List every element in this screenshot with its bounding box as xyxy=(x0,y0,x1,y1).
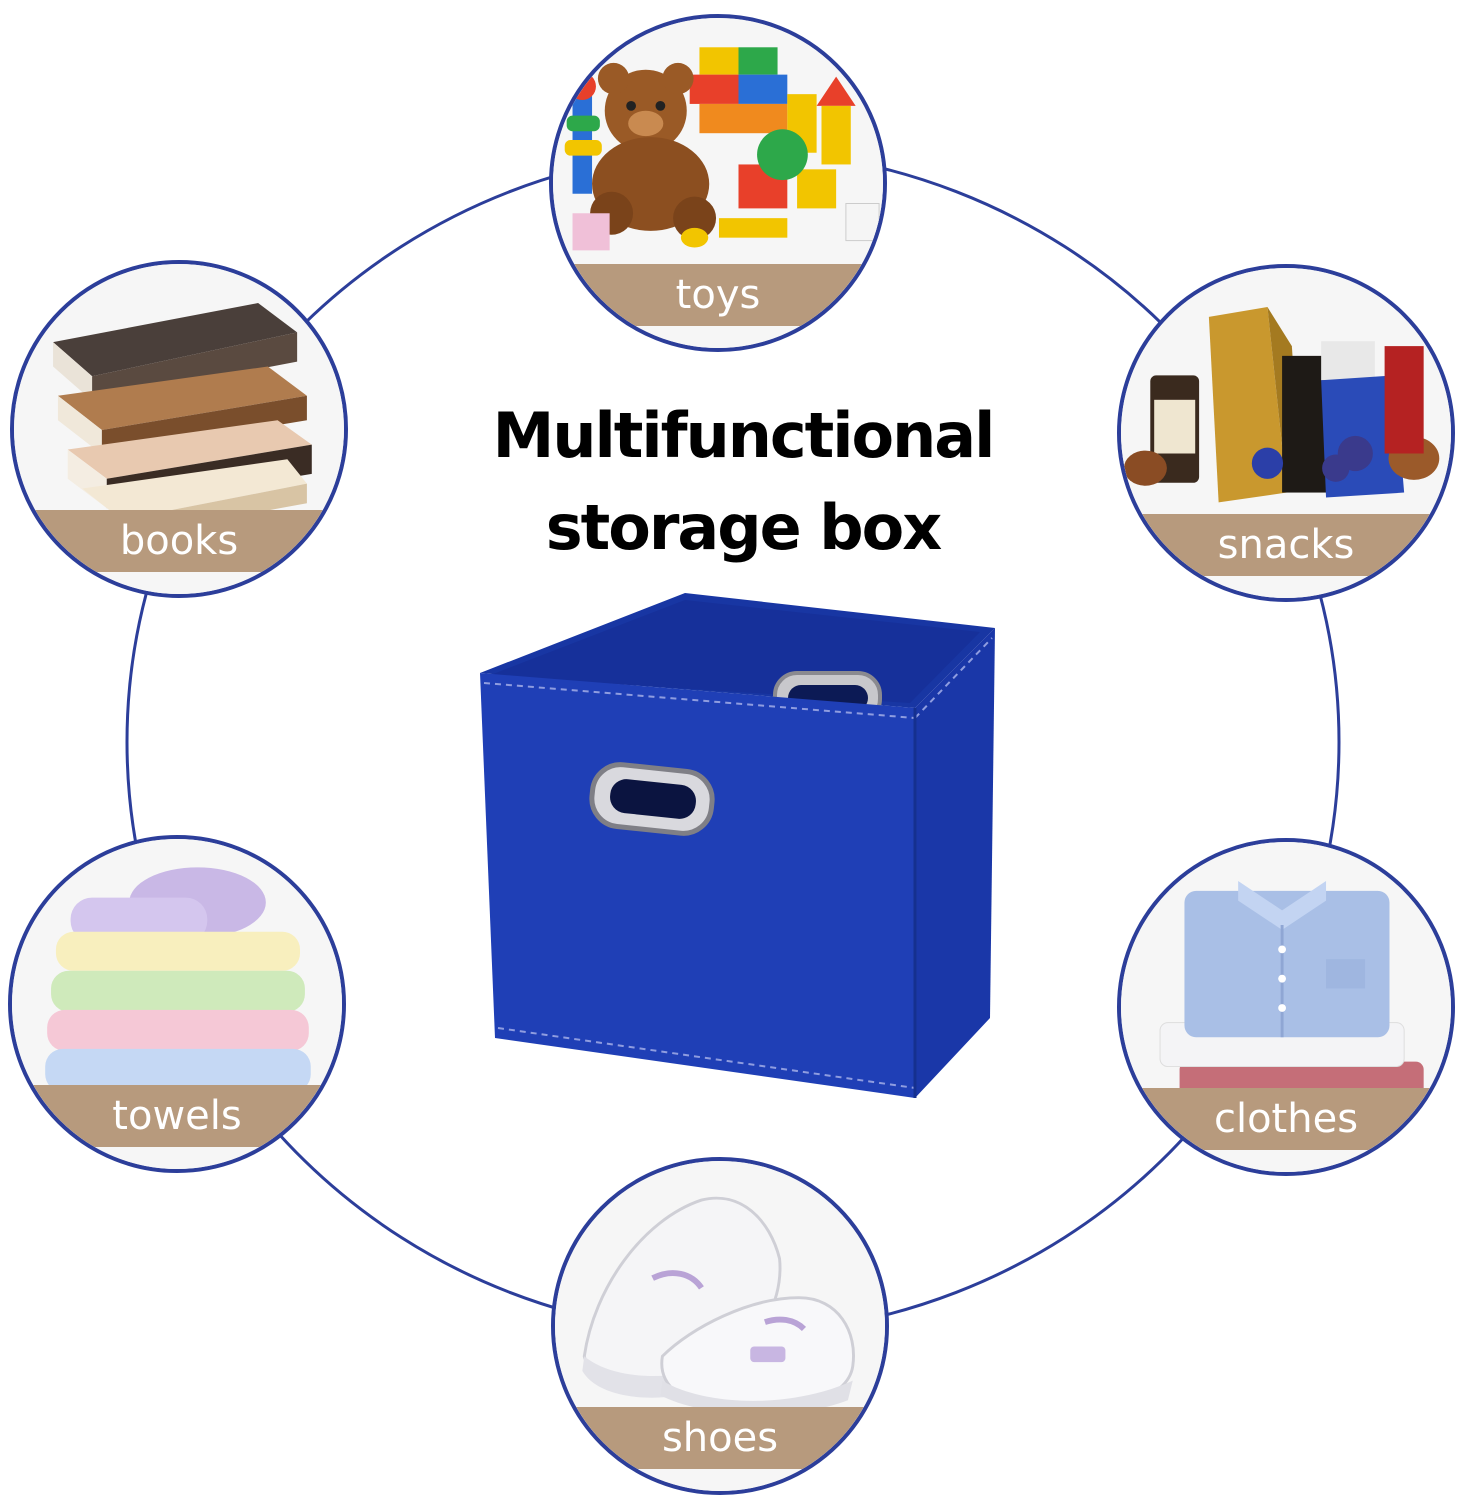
label-band-shoes: shoes xyxy=(555,1407,885,1469)
bubble-snacks: snacks xyxy=(1117,264,1455,602)
label-towels: towels xyxy=(112,1093,242,1139)
box-front-face xyxy=(480,673,915,1098)
label-band-books: books xyxy=(14,510,344,572)
bubble-toys: toys xyxy=(549,14,887,352)
label-toys: toys xyxy=(675,272,761,318)
label-shoes: shoes xyxy=(661,1415,779,1461)
label-books: books xyxy=(119,518,239,564)
label-snacks: snacks xyxy=(1217,522,1355,568)
box-handle xyxy=(589,762,715,836)
label-clothes: clothes xyxy=(1213,1096,1359,1142)
bubble-books: books xyxy=(10,260,348,598)
label-band-towels: towels xyxy=(12,1085,342,1147)
box-side-face xyxy=(915,628,995,1098)
headline-line-2: storage box xyxy=(545,491,943,564)
bubble-shoes: shoes xyxy=(551,1157,889,1495)
bubble-clothes: clothes xyxy=(1117,838,1455,1176)
label-band-clothes: clothes xyxy=(1121,1088,1451,1150)
towels-icon xyxy=(12,839,342,1169)
storage-box-illustration xyxy=(480,593,995,1098)
headline-line-1: Multifunctional xyxy=(492,399,996,472)
label-band-toys: toys xyxy=(553,264,883,326)
label-band-snacks: snacks xyxy=(1121,514,1451,576)
bubble-towels: towels xyxy=(8,835,346,1173)
toys-icon xyxy=(553,18,883,348)
headline: Multifunctional storage box xyxy=(433,390,1053,574)
